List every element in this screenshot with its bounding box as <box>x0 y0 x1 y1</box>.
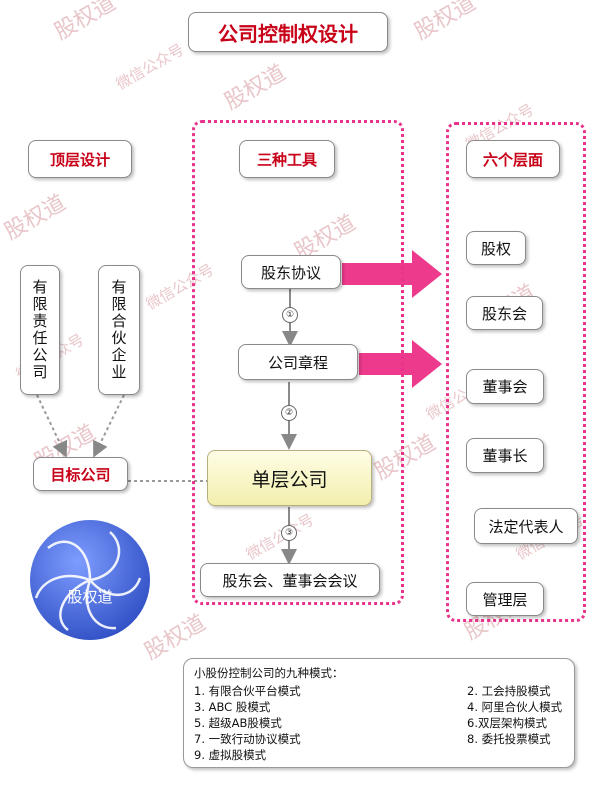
tools-frame <box>192 120 404 605</box>
level-chairman: 董事长 <box>466 438 544 473</box>
note-item: 9. 虚拟股模式 <box>194 748 267 762</box>
note-item: 8. 委托投票模式 <box>467 732 551 746</box>
note-item: 4. 阿里合伙人模式 <box>467 700 563 714</box>
nine-modes-note: 小股份控制公司的九种模式： 1. 有限合伙平台模式 2. 工会持股模式 3. A… <box>183 658 575 768</box>
level-board: 董事会 <box>466 369 544 404</box>
level-equity: 股权 <box>466 231 526 265</box>
pink-arrow <box>359 340 442 388</box>
column-header-six-levels: 六个层面 <box>466 140 560 178</box>
page-title: 公司控制权设计 <box>188 12 388 52</box>
target-company-box: 目标公司 <box>33 457 128 491</box>
note-item: 1. 有限合伙平台模式 <box>194 684 301 698</box>
column-header-top-design: 顶层设计 <box>28 140 132 178</box>
articles-of-association-box: 公司章程 <box>238 344 358 380</box>
meetings-box: 股东会、董事会会议 <box>200 563 380 597</box>
llc-box: 有限责任公司 <box>20 265 60 395</box>
level-shareholders-meeting: 股东会 <box>466 296 543 330</box>
level-management: 管理层 <box>466 582 544 616</box>
pink-arrow <box>342 250 442 298</box>
step-3-marker: ③ <box>281 525 297 541</box>
step-1-marker: ① <box>282 307 298 323</box>
column-header-three-tools: 三种工具 <box>239 140 335 178</box>
step-2-marker: ② <box>281 405 297 421</box>
note-item: 6.双层架构模式 <box>467 716 547 730</box>
shareholder-agreement-box: 股东协议 <box>241 255 341 289</box>
note-item: 5. 超级AB股模式 <box>194 716 282 730</box>
note-heading: 小股份控制公司的九种模式： <box>194 666 344 680</box>
logo-text: 股权道 <box>67 588 112 606</box>
note-item: 3. ABC 股模式 <box>194 700 271 714</box>
note-item: 2. 工会持股模式 <box>467 684 551 698</box>
single-layer-company-box: 单层公司 <box>207 450 372 506</box>
logo: 股权道 <box>30 520 150 640</box>
level-legal-representative: 法定代表人 <box>474 508 578 544</box>
lp-box: 有限合伙企业 <box>98 265 140 395</box>
levels-frame <box>446 122 586 622</box>
note-item: 7. 一致行动协议模式 <box>194 732 301 746</box>
